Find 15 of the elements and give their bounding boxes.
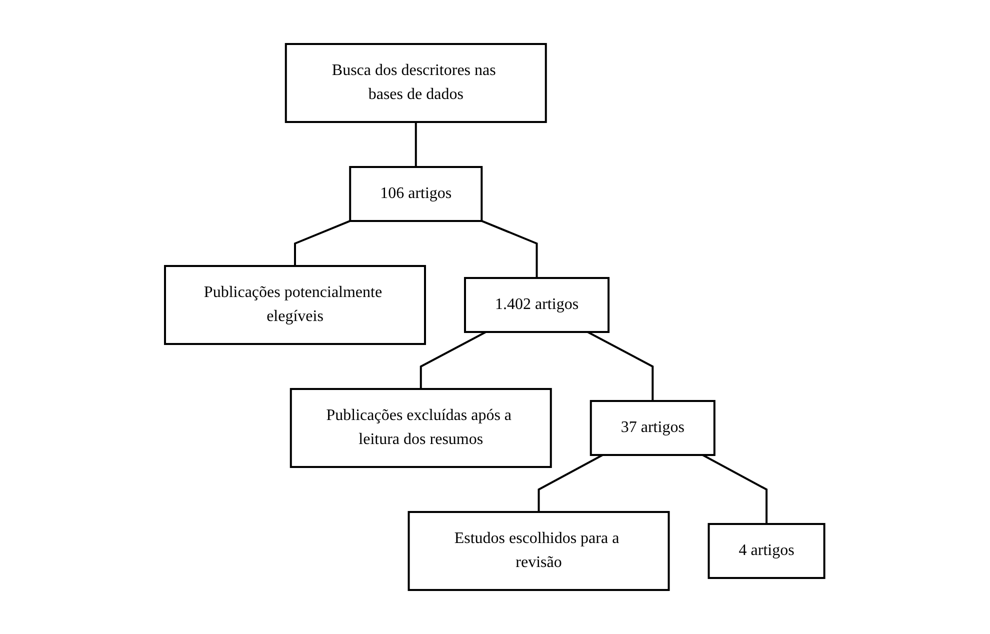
- node-box: Publicações potencialmente elegíveis: [164, 265, 426, 345]
- connector: [702, 454, 768, 524]
- node-box: Publicações excluídas após a leitura dos resumos: [290, 388, 552, 468]
- connector: [420, 331, 487, 389]
- node-box: Estudos escolhidos para a revisão: [408, 510, 670, 591]
- connector: [415, 122, 418, 167]
- node-box: 37 artigos: [590, 400, 716, 456]
- node-box: 1.402 artigos: [464, 277, 610, 333]
- connector: [588, 331, 654, 401]
- connector: [538, 454, 604, 512]
- connector: [482, 220, 538, 278]
- node-box: 4 artigos: [708, 522, 826, 579]
- node-box: Busca dos descritores nas bases de dados: [285, 43, 548, 123]
- connector: [294, 220, 351, 266]
- node-box: 106 artigos: [349, 166, 483, 222]
